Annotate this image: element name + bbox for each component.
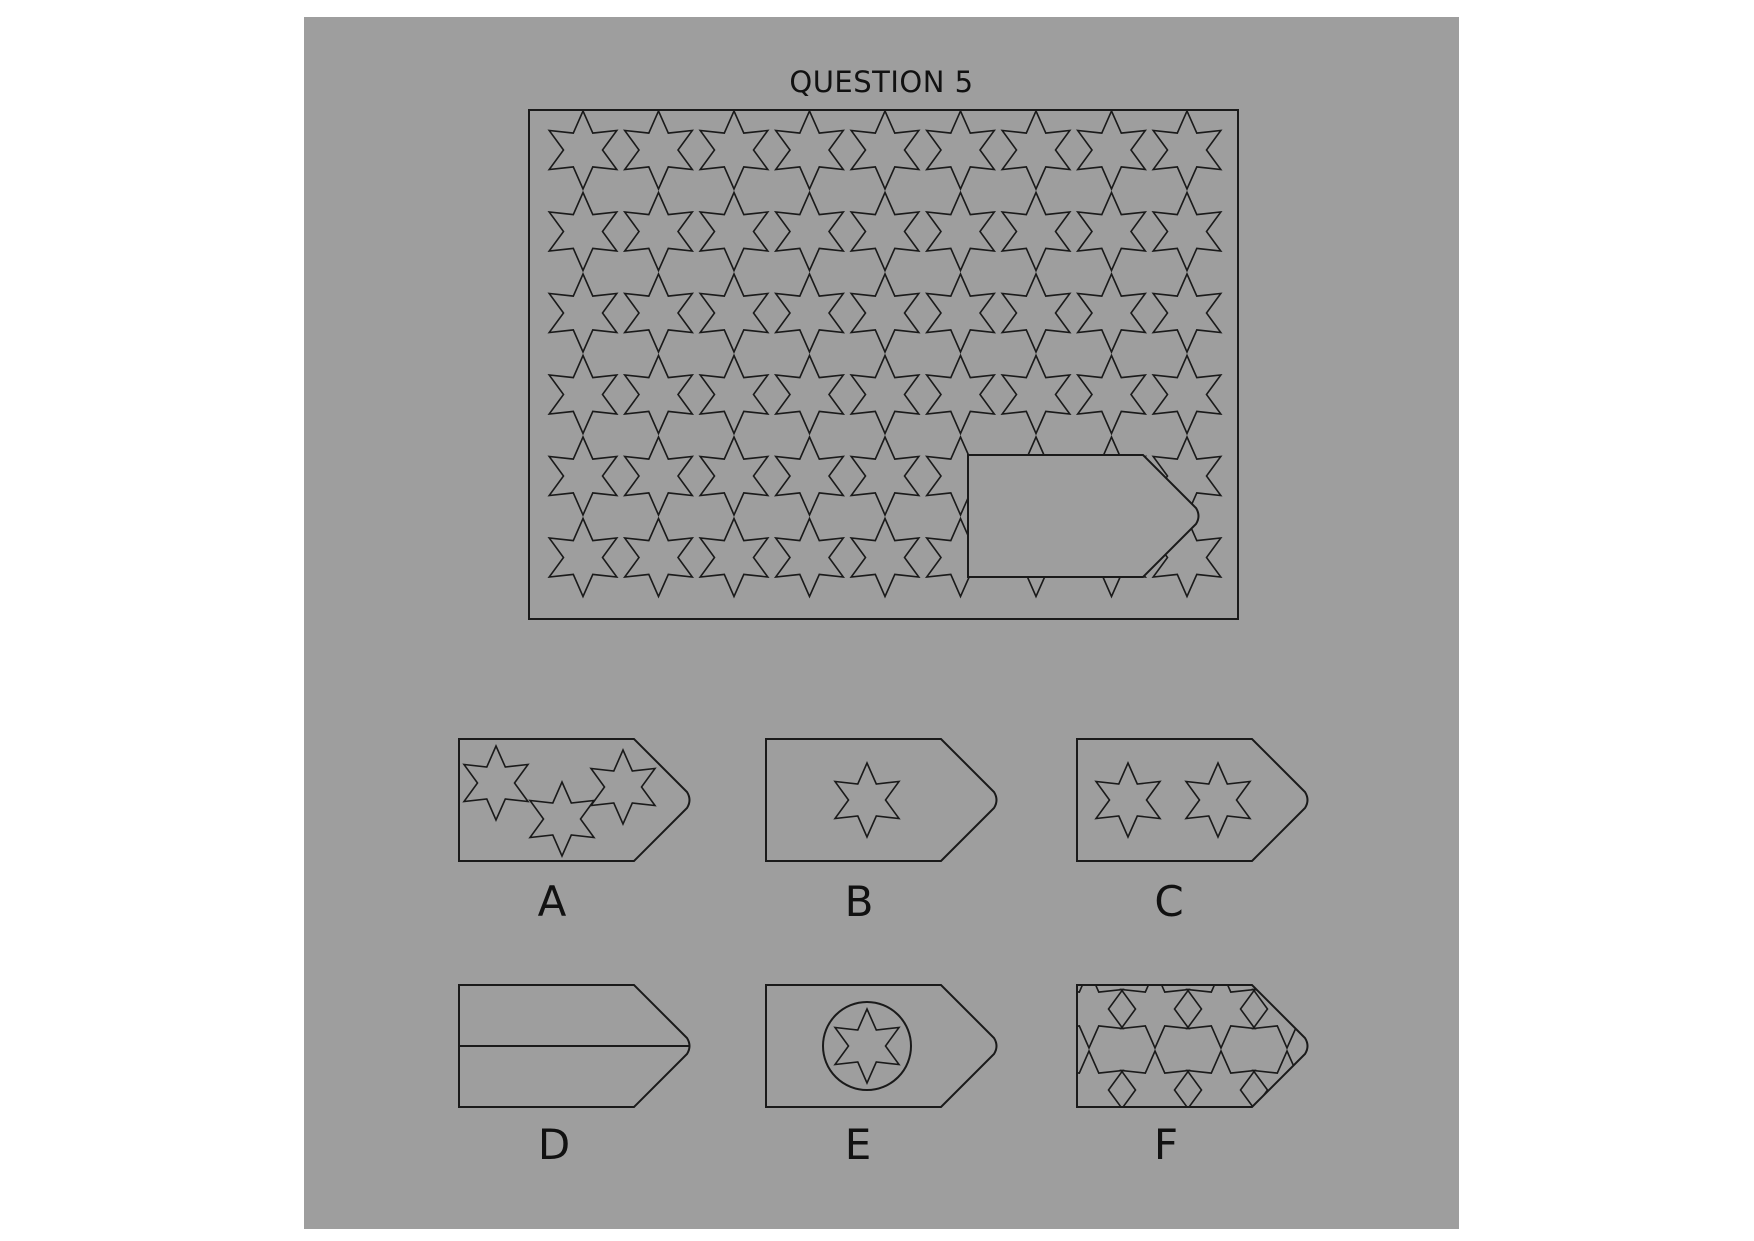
- option-b-shape[interactable]: [765, 738, 998, 862]
- matrix-star-icon: [849, 516, 921, 599]
- matrix-star-icon: [849, 110, 921, 191]
- matrix-star-icon: [622, 516, 695, 599]
- option-e-star-icon: [833, 1007, 901, 1085]
- puzzle-artwork: [458, 109, 1321, 1210]
- option-f-star-icon: [1055, 1132, 1123, 1210]
- matrix-star-icon: [773, 516, 846, 599]
- option-f-label[interactable]: F: [1153, 1120, 1179, 1169]
- option-f-star-icon: [1119, 985, 1191, 1050]
- matrix-star-icon: [849, 190, 921, 273]
- option-b-star-icon: [833, 761, 901, 839]
- matrix-star-icon: [924, 353, 997, 436]
- matrix-star-icon: [547, 190, 619, 273]
- option-a-star-icon: [462, 744, 530, 822]
- matrix-star-icon: [622, 272, 695, 354]
- missing-piece-shape: [967, 454, 1200, 578]
- option-e-label[interactable]: E: [844, 1120, 872, 1169]
- matrix-star-icon: [773, 435, 846, 517]
- matrix-star-icon: [1075, 272, 1148, 354]
- matrix-star-icon: [1000, 353, 1072, 436]
- option-e-circle: [822, 1001, 912, 1091]
- matrix-star-icon: [698, 272, 770, 354]
- matrix-star-icon: [547, 110, 619, 191]
- matrix-star-icon: [698, 110, 770, 191]
- option-d-label[interactable]: D: [537, 1120, 571, 1169]
- option-f-shape[interactable]: [1055, 970, 1321, 1210]
- matrix-star-icon: [547, 516, 619, 599]
- matrix-star-icon: [622, 110, 695, 191]
- matrix-star-icon: [547, 272, 619, 354]
- matrix-star-icon: [924, 272, 997, 354]
- matrix-star-icon: [1000, 110, 1072, 191]
- option-e-shape[interactable]: [765, 984, 998, 1108]
- matrix-star-icon: [698, 190, 770, 273]
- option-c-star-icon: [1094, 761, 1162, 839]
- matrix-star-icon: [698, 353, 770, 436]
- matrix-star-icon: [1151, 190, 1223, 273]
- matrix-star-icon: [622, 190, 695, 273]
- matrix-star-icon: [1151, 110, 1223, 191]
- matrix-star-icon: [1075, 110, 1148, 191]
- matrix-star-icon: [924, 190, 997, 273]
- question-title: QUESTION 5: [789, 65, 974, 99]
- matrix-star-icon: [773, 190, 846, 273]
- matrix-star-icon: [849, 353, 921, 436]
- option-f-star-icon: [1185, 1049, 1257, 1107]
- option-a-star-icon: [589, 748, 657, 826]
- option-f-star-icon: [1251, 985, 1308, 1050]
- option-c-star-icon: [1184, 761, 1252, 839]
- matrix-star-icon: [1151, 272, 1223, 354]
- matrix-star-icon: [924, 110, 997, 191]
- option-f-star-icon: [1253, 1132, 1321, 1210]
- matrix-star-icon: [1075, 190, 1148, 273]
- option-a-shape[interactable]: [458, 738, 691, 862]
- matrix-star-icon: [622, 353, 695, 436]
- option-d-shape[interactable]: [458, 984, 691, 1108]
- matrix-star-icon: [622, 435, 695, 517]
- matrix-star-icon: [1151, 353, 1223, 436]
- matrix-star-icon: [698, 516, 770, 599]
- matrix-star-icon: [1000, 190, 1072, 273]
- matrix-star-icon: [698, 435, 770, 517]
- matrix-star-icon: [1075, 353, 1148, 436]
- option-f-star-icon: [1185, 985, 1257, 1050]
- option-f-star-icon: [1077, 1049, 1125, 1107]
- matrix-star-icon: [773, 272, 846, 354]
- matrix-star-icon: [849, 435, 921, 517]
- matrix-star-icon: [773, 110, 846, 191]
- option-c-shape[interactable]: [1076, 738, 1309, 862]
- matrix-star-icon: [849, 272, 921, 354]
- question-sheet: QUESTION 5: [304, 17, 1459, 1229]
- option-c-label[interactable]: C: [1154, 877, 1184, 926]
- option-f-star-icon: [1077, 985, 1125, 1050]
- matrix-star-icon: [1000, 272, 1072, 354]
- matrix-frame: [528, 109, 1239, 620]
- matrix-star-icon: [547, 353, 619, 436]
- option-f-star-icon: [1251, 1049, 1308, 1107]
- option-f-star-icon: [1119, 1049, 1191, 1107]
- matrix-star-icon: [547, 435, 619, 517]
- matrix-star-icon: [773, 353, 846, 436]
- option-b-label[interactable]: B: [844, 877, 874, 926]
- option-a-label[interactable]: A: [537, 877, 567, 926]
